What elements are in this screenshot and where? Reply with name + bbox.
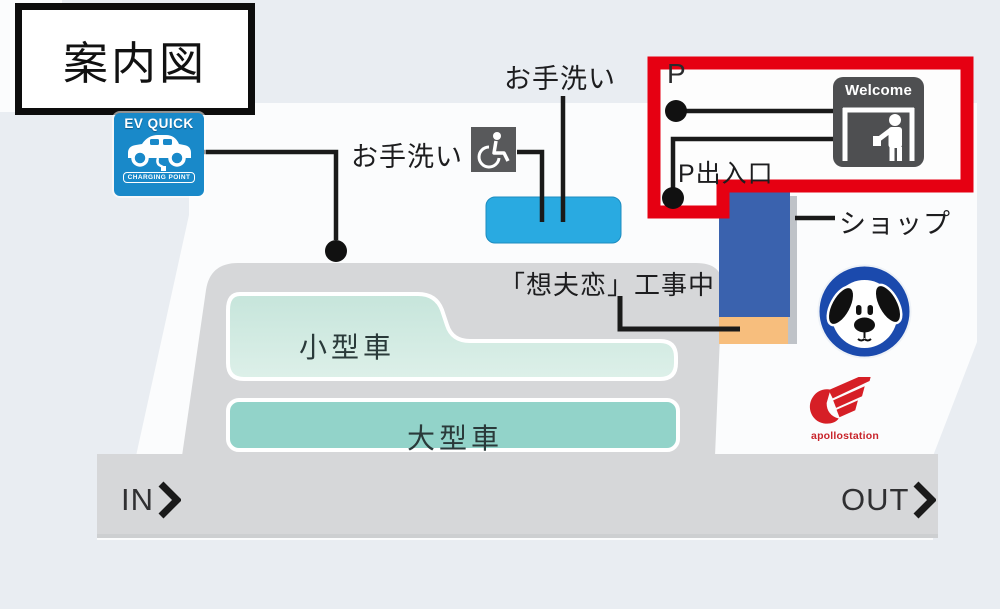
ev-sign-title: EV QUICK [124,116,194,131]
chevron-right-icon [913,481,937,519]
dot-p [665,100,687,122]
dot-gate [662,187,684,209]
wheelchair-icon [471,127,516,172]
shop-building-shadow [788,196,797,344]
guide-map-title: 案内図 [62,37,207,89]
small-car-zone [226,292,678,381]
chevron-right-icon [158,481,181,519]
welcome-person-icon [842,107,915,161]
shop-label: ショップ [839,209,951,239]
dot-ev [325,240,347,262]
entry-marker: IN [121,481,181,519]
shop-building [719,189,790,317]
road-band-edge [97,534,938,538]
ev-car-icon [128,135,191,171]
apollostation-logo: apollostation [799,371,891,442]
out-label: OUT [841,482,910,517]
restroom-building [485,196,622,244]
welcome-sign-title: Welcome [845,82,912,99]
parking-p-label: P [667,58,687,89]
connector-gate [670,136,833,192]
road-band [97,454,938,538]
in-label: IN [121,482,154,517]
apollostation-label: apollostation [811,430,879,442]
dog-mascot-icon [816,263,913,360]
connector-lines [204,96,835,332]
ev-quick-sign: EV QUICK CHARGING POINT [114,113,204,196]
connector-dots [325,100,687,262]
exit-marker: OUT [841,481,937,519]
construction-label: 「想夫恋」工事中 [499,270,716,300]
large-car-zone [226,398,680,452]
large-car-label: 大型車 [407,423,504,454]
ev-sign-subtitle: CHARGING POINT [122,172,196,183]
connector-construction [617,296,740,332]
connector-restroom-left [517,149,545,222]
guide-map-title-box: 案内図 [15,3,255,115]
parking-gate-label: P出入口 [678,160,774,188]
small-car-label: 小型車 [299,332,396,363]
apollostation-icon [809,371,873,424]
connector-ev [204,149,339,240]
welcome-sign: Welcome [833,77,924,167]
restroom-label-top: お手洗い [504,64,616,94]
restroom-label-left: お手洗い [351,142,463,172]
